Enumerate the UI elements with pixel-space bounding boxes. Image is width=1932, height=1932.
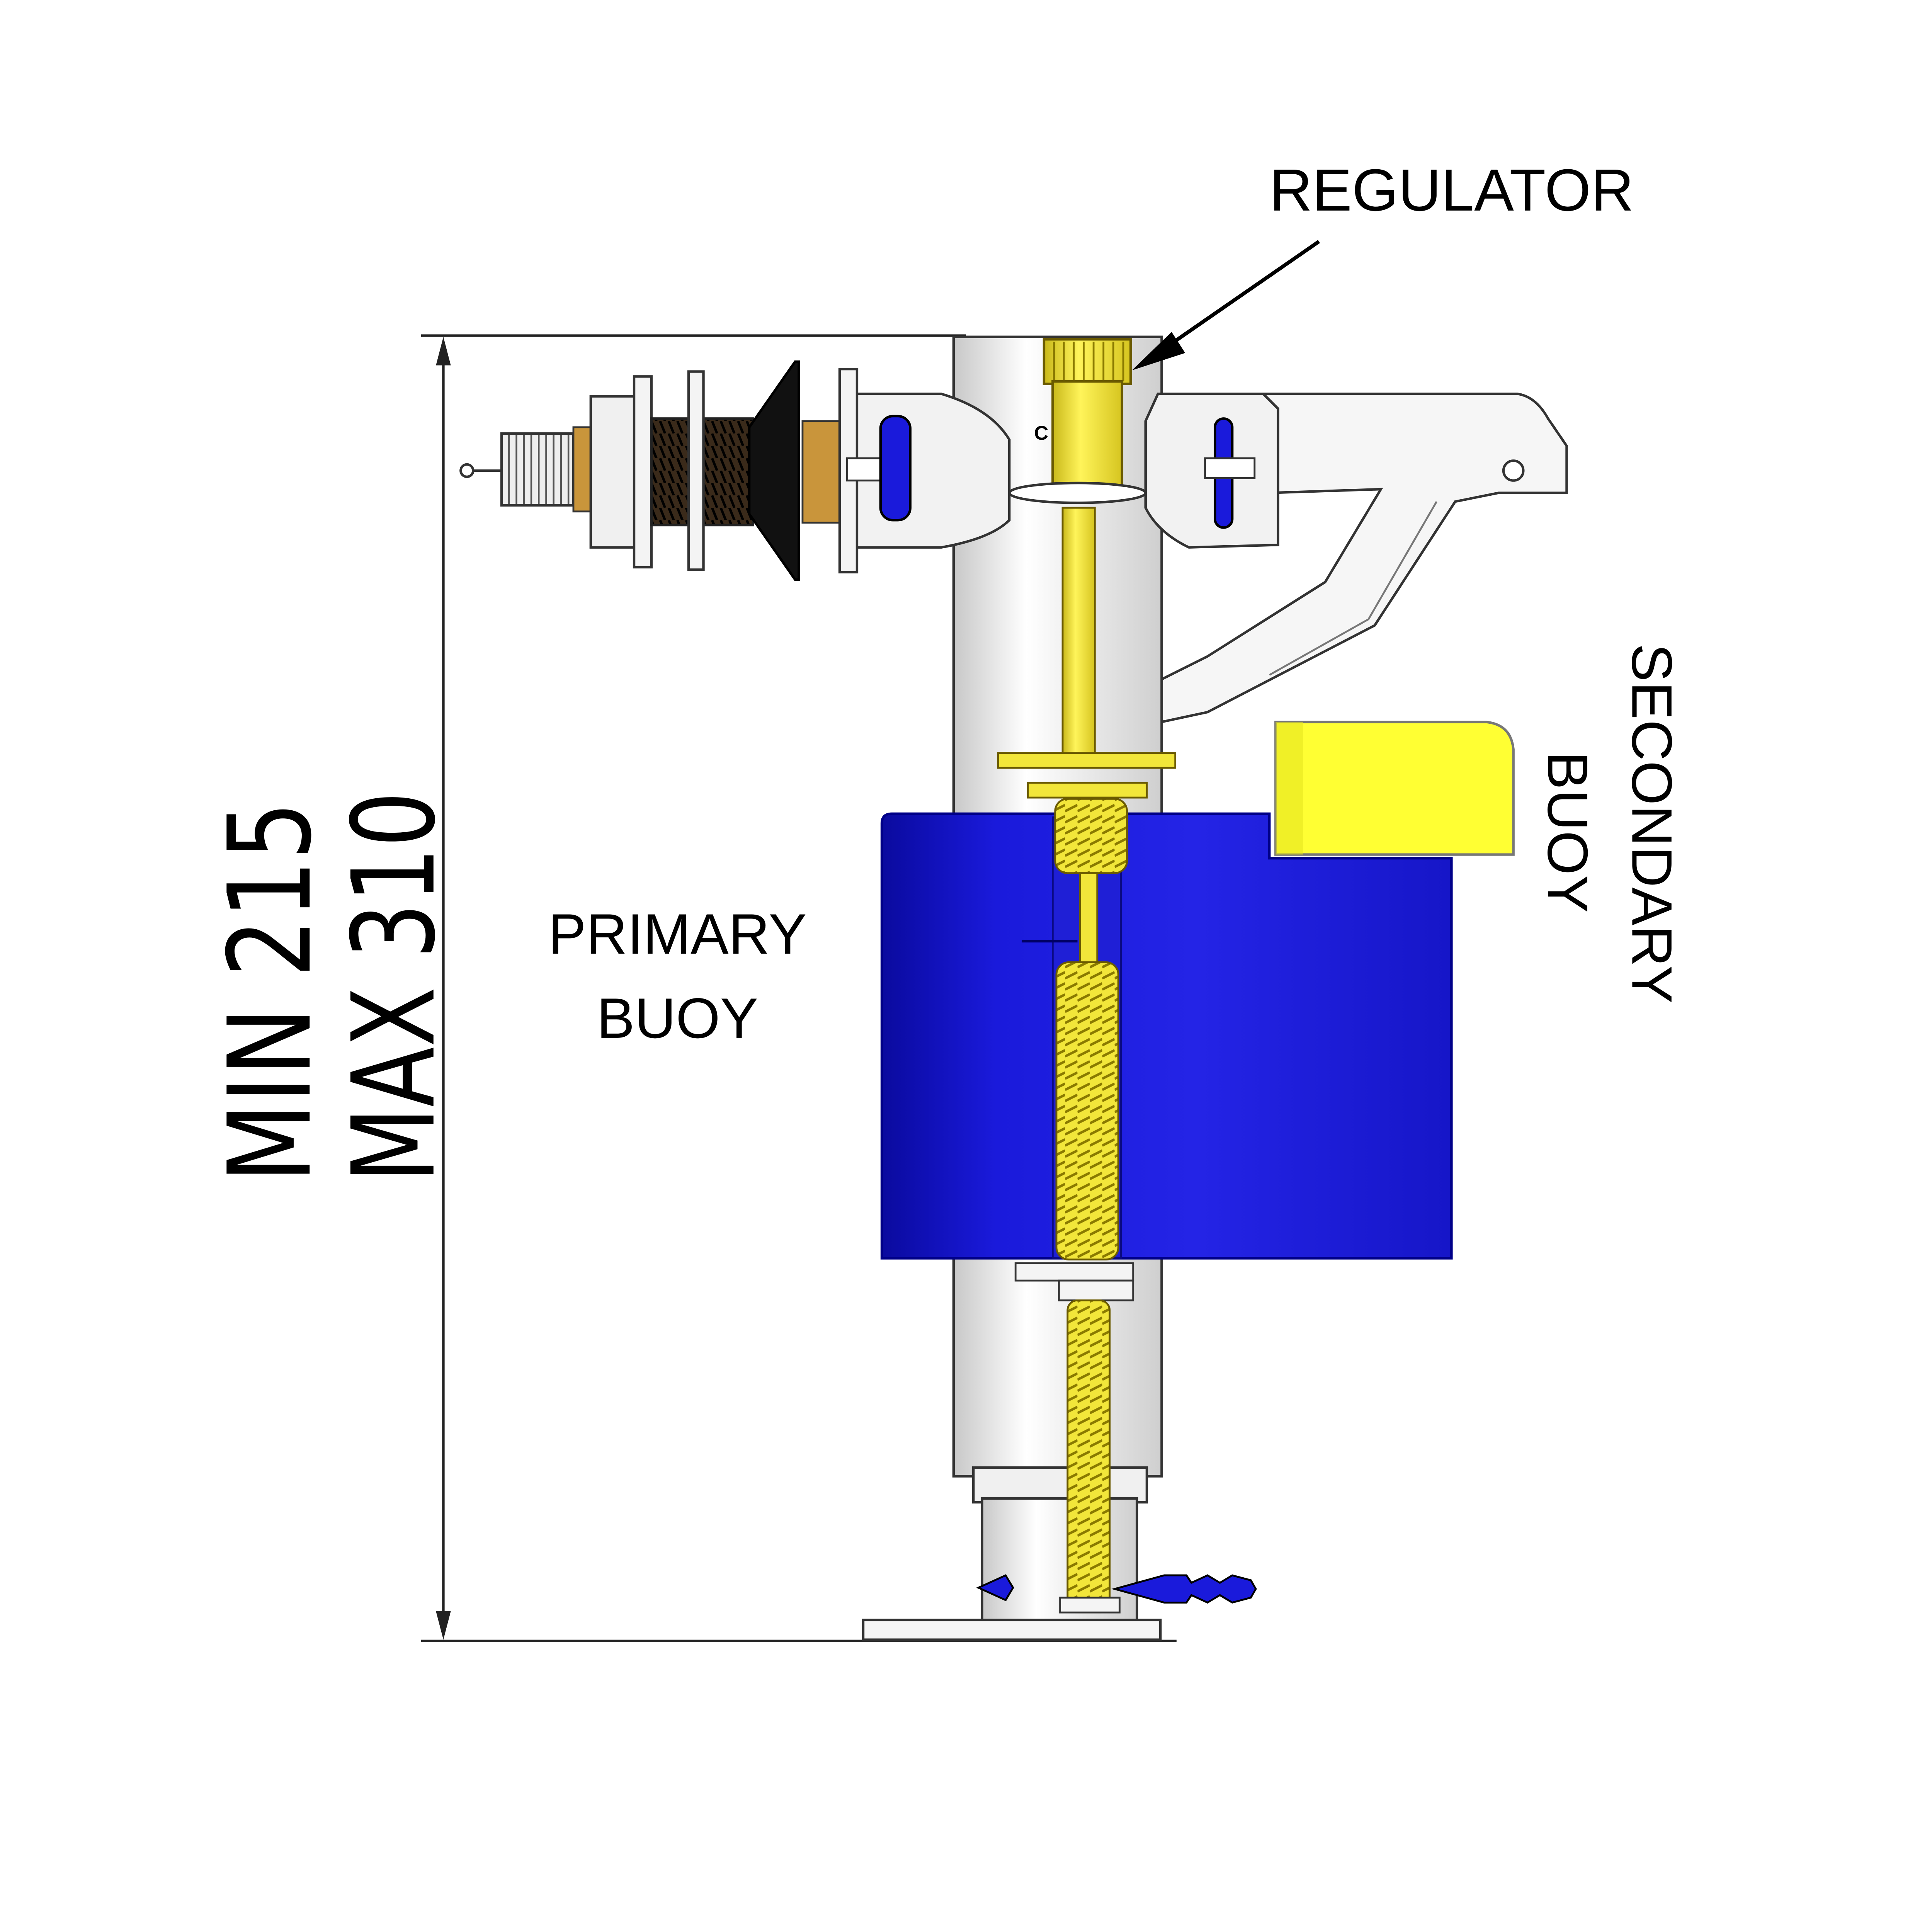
spring-base-clip [1059,1597,1121,1614]
dimension-arrow-top [436,337,451,366]
washer-2 [687,370,705,571]
secondary-buoy-label-line1: SECONDARY [1620,644,1683,1003]
valve-mark: C [1034,422,1048,444]
lower-clip [1014,1262,1134,1282]
inlet-shank [459,360,912,581]
upper-spring [1054,798,1128,874]
regulator-arrowhead [1132,332,1185,371]
secondary-buoy-label-line2: BUOY [1536,752,1599,913]
regulator-label: REGULATOR [1269,157,1634,223]
regulator-barrel [1051,380,1124,494]
filter-tip [459,463,474,478]
regulator-knob [1043,338,1132,385]
primary-buoy [880,812,1453,1260]
hex-nut [589,395,637,549]
regulator-collar-1 [997,752,1177,769]
bottom-clip-left [976,1574,1014,1602]
tube-collar [972,1466,1148,1504]
lever-pivot-hole [1502,459,1525,482]
inlet-filter [500,432,575,507]
regulator-rod [1061,507,1096,757]
main-spring [1055,961,1119,1261]
dimension-max-label: MAX 310 [328,791,461,1183]
lever-clip-pin [1204,457,1256,479]
regulator-collar-2 [1027,782,1148,799]
rubber-cone-seal [748,360,800,581]
lower-spring [1066,1299,1111,1614]
brass-ring-left [572,426,592,513]
primary-buoy-label-line1: PRIMARY [548,903,807,966]
inlet-pin [846,457,885,481]
spring-rod [1079,872,1099,967]
primary-buoy-label-line2: BUOY [597,987,758,1050]
inlet-clip-blue [879,415,912,522]
primary-buoy-body [880,812,1453,1260]
regulator [997,338,1177,799]
adjustment-spring [1014,798,1134,1614]
height-dimension: MIN 215 MAX 310 [204,334,1177,1642]
dimension-min-label: MIN 215 [204,801,337,1183]
washer-1 [633,375,653,569]
bottom-inlet-nozzle [1111,1574,1257,1604]
base-plate [862,1619,1162,1641]
dimension-arrow-bottom [436,1611,451,1640]
regulator-leader-line [1157,240,1320,355]
secondary-buoy-body [1274,721,1515,856]
brass-ring-right [801,420,841,524]
lower-clip-2 [1058,1279,1134,1301]
regulator-washer [1008,481,1147,504]
